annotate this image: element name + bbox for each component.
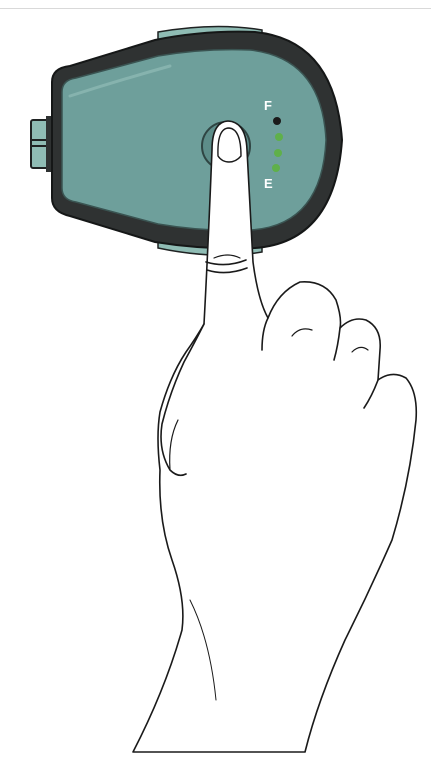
led-indicator-level-1 — [272, 164, 280, 172]
gauge-empty-label: E — [264, 176, 273, 191]
device-face — [62, 50, 326, 231]
fuel-gauge-device-icon: F E — [31, 26, 342, 255]
led-indicator-level-2 — [274, 149, 282, 157]
gauge-full-label: F — [264, 98, 272, 113]
led-indicator-full — [273, 117, 281, 125]
led-indicator-level-3 — [275, 133, 283, 141]
